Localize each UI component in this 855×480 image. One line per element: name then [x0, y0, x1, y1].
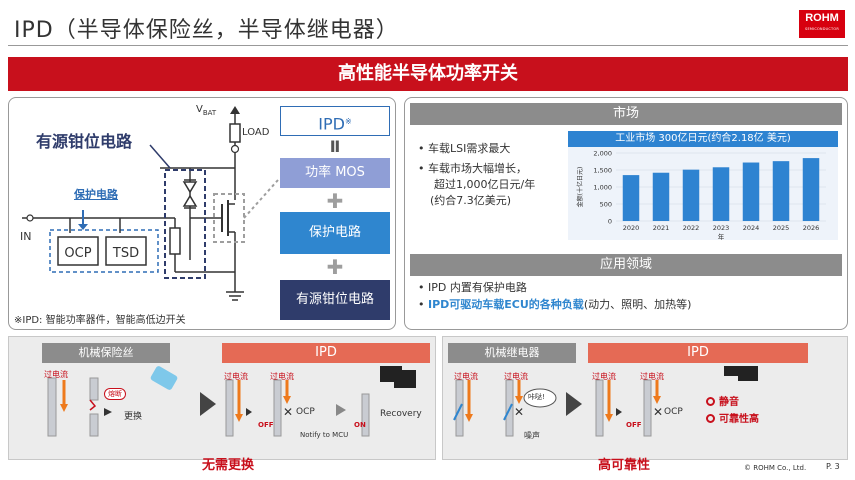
- x-tick-label: 2026: [803, 224, 820, 232]
- market-bullet: • 车载LSI需求最大: [418, 142, 511, 155]
- tsd-label: TSD: [112, 246, 140, 261]
- x-tick-label: 2020: [623, 224, 640, 232]
- benefit-reliable: 可靠性高: [706, 410, 759, 425]
- relay-compare-graphic: ✕ ✕: [453, 366, 758, 437]
- x-tick-label: 2022: [683, 224, 700, 232]
- overcurrent-label: 过电流: [44, 370, 68, 379]
- x-tick-label: 2024: [743, 224, 760, 232]
- bar: [742, 162, 760, 221]
- bar: [682, 169, 700, 221]
- mech-fuse-head: 机械保险丝: [42, 343, 170, 363]
- circle-icon: [706, 397, 715, 406]
- chart-svg: 0 500 1,000 1,500 2,000 金额(十亿日元) 2020 2021 2022 2…: [576, 150, 826, 241]
- banner: 高性能半导体功率开关: [8, 57, 848, 91]
- bar: [622, 175, 640, 221]
- svg-text:✕: ✕: [514, 405, 524, 419]
- bar: [802, 158, 820, 221]
- click-label: 咔哒!: [528, 393, 545, 401]
- page-title: IPD（半导体保险丝，半导体继电器）: [14, 18, 399, 43]
- chart-title: 工业市场 300亿日元(约合2.18亿 美元): [568, 131, 838, 147]
- replace-label: 更换: [124, 412, 143, 422]
- circle-icon: [706, 414, 715, 423]
- rohm-logo: ROHM SEMICONDUCTOR: [799, 10, 845, 38]
- off-label-right: OFF: [626, 421, 642, 429]
- market-bullets: • 车载LSI需求最大 • 车载市场大幅增长， 超过1,000亿日元/年 (约合…: [418, 140, 568, 212]
- x-tick-label: 2023: [713, 224, 730, 232]
- ocp-label-right: OCP: [664, 407, 683, 417]
- vbat-label: VBAT: [196, 104, 217, 117]
- blown-label: 熔断: [104, 388, 126, 400]
- market-bullet: (约合7.3亿美元): [430, 194, 512, 207]
- application-heading: 应用领域: [410, 254, 842, 276]
- x-tick-label: 2021: [653, 224, 670, 232]
- application-line-1: • IPD 内置有保护电路: [418, 281, 527, 294]
- ipd-overcurrent-label-2: 过电流: [270, 372, 294, 381]
- x-tick-label: 2025: [773, 224, 790, 232]
- benefit-silent: 静音: [706, 393, 739, 408]
- protection-label: 保护电路: [74, 188, 118, 201]
- power-mos-box: 功率 MOS: [280, 158, 390, 188]
- recovery-label: Recovery: [380, 409, 422, 419]
- svg-text:✕: ✕: [653, 405, 663, 419]
- circuit-diagram: [22, 106, 279, 301]
- y-tick-label: 0: [608, 218, 612, 226]
- bar: [712, 167, 730, 221]
- off-label-left: OFF: [258, 421, 274, 429]
- active-clamp-label: 有源钳位电路: [36, 132, 133, 151]
- y-tick-label: 2,000: [593, 150, 612, 158]
- y-tick-label: 1,000: [593, 184, 612, 192]
- ipd-head-left: IPD: [222, 343, 430, 363]
- ipd-overcurrent-label-1: 过电流: [224, 372, 248, 381]
- in-label: IN: [20, 230, 32, 243]
- notify-label: Notify to MCU: [300, 431, 349, 439]
- clamp-box: 有源钳位电路: [280, 280, 390, 320]
- no-replace-caption: 无需更换: [202, 458, 255, 473]
- ipd-box: IPD※: [280, 106, 390, 136]
- svg-text:✕: ✕: [283, 405, 293, 419]
- chart-area: 工业市场 300亿日元(约合2.18亿 美元) 0 500 1,000 1,500 2,…: [568, 131, 838, 241]
- load-label: LOAD: [242, 127, 270, 138]
- ipd-head-right: IPD: [588, 343, 808, 363]
- bar: [652, 172, 670, 221]
- x-axis-label: 年: [718, 232, 725, 240]
- mech-relay-head: 机械继电器: [448, 343, 576, 363]
- on-label: ON: [354, 421, 366, 429]
- fuse-compare-graphic: ✕: [47, 366, 416, 437]
- ocp-label: OCP: [64, 246, 92, 261]
- high-reliability-caption: 高可靠性: [598, 458, 651, 473]
- y-axis-label: 金额(十亿日元): [576, 167, 584, 208]
- y-tick-label: 1,500: [593, 167, 612, 175]
- equals-sign: Ⅱ: [329, 137, 341, 156]
- market-heading: 市场: [410, 103, 842, 125]
- relay-ipd-overcurrent-1: 过电流: [592, 372, 616, 381]
- bar: [772, 161, 790, 221]
- noise-label: 噪声: [524, 431, 540, 440]
- relay-overcurrent-label-2: 过电流: [504, 372, 528, 381]
- application-line-2: • IPD可驱动车载ECU的各种负载(动力、照明、加热等): [418, 298, 692, 311]
- copyright: © ROHM Co., Ltd.: [744, 464, 807, 472]
- relay-ipd-overcurrent-2: 过电流: [640, 372, 664, 381]
- market-bullet: 超过1,000亿日元/年: [434, 178, 536, 191]
- page-number: P. 3: [826, 462, 840, 471]
- protection-box: 保护电路: [280, 212, 390, 254]
- header-divider: [8, 45, 848, 46]
- footnote: ※IPD: 智能功率器件，智能高低边开关: [14, 315, 186, 326]
- market-bullet: • 车载市场大幅增长，: [418, 162, 527, 175]
- plus-icon-1: ✚: [326, 189, 344, 213]
- ocp-label-left: OCP: [296, 407, 315, 417]
- relay-overcurrent-label-1: 过电流: [454, 372, 478, 381]
- y-tick-label: 500: [600, 201, 612, 209]
- plus-icon-2: ✚: [326, 255, 344, 279]
